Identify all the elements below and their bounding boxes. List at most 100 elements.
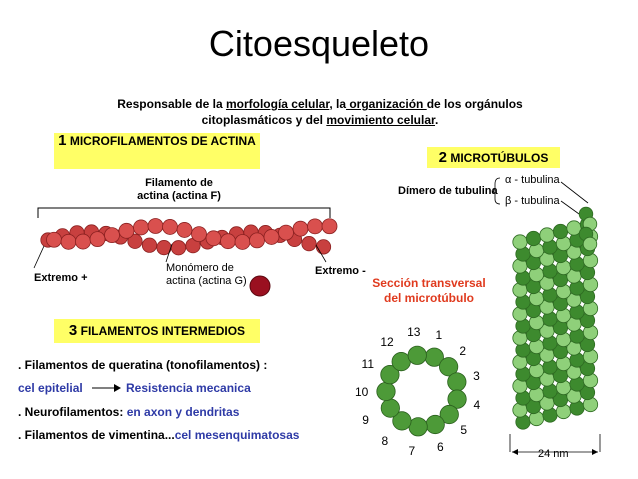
cross-section-label-line: Sección transversal (372, 276, 486, 290)
protofilament-number: 12 (380, 335, 394, 350)
vimentina-line: . Filamentos de vimentina...cel mesenqui… (18, 428, 299, 443)
leader-line-plus (33, 245, 45, 269)
actin-monomer (170, 240, 187, 256)
protofilament (407, 345, 427, 365)
actin-g-monomer (249, 275, 271, 297)
section-number: 3 (68, 322, 78, 339)
actin-monomer (301, 236, 317, 252)
arrow-head (114, 384, 121, 392)
axon-text: en axon y dendritas (126, 405, 240, 419)
subtitle-text: . (435, 113, 439, 127)
subtitle-morfologia: morfología celular (225, 97, 330, 111)
extremo-minus-label: Extremo - (315, 265, 366, 277)
section-2-heading: 2 MICROTÚBULOS (427, 147, 560, 168)
actin-monomer (321, 218, 338, 235)
tubulin-subunit (525, 230, 542, 247)
cross-section-label-line: del microtúbulo (384, 291, 474, 305)
protofilament-number: 1 (435, 327, 443, 342)
subtitle: Responsable de la morfología celular, la… (100, 96, 540, 128)
actin-monomer (315, 239, 332, 255)
protofilament (391, 352, 411, 372)
protofilament (408, 417, 428, 437)
filament-bracket (37, 207, 331, 218)
section-label: FILAMENTOS INTERMEDIOS (80, 324, 246, 338)
actin-monomer (292, 220, 309, 237)
page-title: Citoesqueleto (208, 23, 430, 64)
protofilament-number: 8 (381, 433, 389, 448)
diameter-arrow-left (512, 449, 518, 455)
dimer-brace (491, 177, 501, 205)
leader-line-minus (315, 244, 327, 263)
protofilament (439, 357, 459, 377)
actin-monomer (118, 222, 135, 239)
cross-section-ring (376, 345, 467, 437)
subtitle-text: , la (329, 97, 347, 111)
actin-monomer (307, 218, 323, 235)
actin-monomer (278, 224, 294, 241)
queratina-line: . Filamentos de queratina (tonofilamento… (18, 358, 268, 372)
section-label: MICROFILAMENTOS DE ACTINA (69, 134, 256, 148)
protofilament-number: 6 (436, 439, 444, 454)
protofilament-number: 3 (473, 368, 480, 383)
subtitle-text: Responsable de la (117, 97, 226, 111)
subtitle-text: de los orgánulos citoplasmáticos y del (201, 97, 523, 127)
epitelial-line: cel epitelial Resistencia mecanica (18, 381, 251, 396)
subtitle-movimiento: movimiento celular (326, 113, 436, 127)
neurofilamentos-text: . Neurofilamentos: (18, 405, 127, 419)
protofilament-number: 4 (473, 397, 481, 412)
beta-tubulin-label: β - tubulina (505, 195, 560, 207)
actin-monomer (191, 226, 207, 243)
section-label: MICROTÚBULOS (450, 151, 549, 165)
diameter-arrow-right (592, 449, 598, 455)
cross-section-label: Sección transversal del microtúbulo (368, 276, 490, 306)
actin-monomer (141, 237, 158, 253)
actin-monomer (147, 218, 164, 234)
actin-filament (40, 218, 338, 256)
protofilament (447, 389, 467, 409)
protofilament-number: 5 (460, 423, 468, 438)
actin-monomer (133, 219, 149, 236)
actin-monomer (249, 232, 265, 249)
protofilament-number: 9 (362, 412, 369, 427)
protofilament (376, 381, 396, 402)
resistencia-text: Resistencia mecanica (126, 381, 251, 395)
section-1-heading: 1 MICROFILAMENTOS DE ACTINA (54, 133, 260, 169)
tubulin-subunit (582, 236, 598, 252)
neurofilamentos-line: . Neurofilamentos: en axon y dendritas (18, 405, 239, 420)
actin-monomer (220, 233, 236, 250)
vimentina-text: . Filamentos de vimentina... (18, 428, 175, 442)
tubulin-subunit (552, 223, 569, 240)
leader-line-alpha (560, 181, 589, 204)
protofilament-number: 2 (459, 343, 467, 358)
actin-monomer (89, 231, 106, 248)
actin-monomer (162, 219, 178, 235)
filament-label: Filamento de actina (actina F) (134, 177, 224, 203)
cel-epitelial-text: cel epitelial (18, 381, 83, 395)
protofilament-number: 11 (361, 356, 374, 371)
microtubule (512, 206, 599, 430)
protofilament (392, 411, 412, 431)
section-number: 2 (438, 149, 447, 166)
actin-monomer (176, 222, 193, 238)
actin-monomer (46, 231, 62, 248)
diameter-label: 24 nm (538, 448, 569, 460)
protofilament (425, 414, 445, 435)
filament-label-line: Filamento de (145, 177, 213, 189)
actin-monomer (75, 233, 91, 250)
monomer-label-line: Monómero de (166, 262, 234, 274)
actin-monomer (60, 233, 77, 250)
section-number: 1 (58, 132, 67, 149)
monomer-label-line: actina (actina G) (166, 275, 247, 287)
protofilament-number: 10 (355, 384, 369, 399)
actin-monomer (263, 229, 280, 245)
protofilament (447, 372, 467, 392)
leader-line-monomer (165, 243, 173, 263)
actin-monomer (205, 230, 222, 247)
tubulin-subunit (512, 234, 528, 250)
protofilament (380, 398, 400, 418)
section-3-heading: 3 FILAMENTOS INTERMEDIOS (54, 319, 260, 343)
mesenquimatosas-text: cel mesenquimatosas (174, 428, 300, 442)
alpha-tubulin-label: α - tubulina (505, 174, 560, 186)
tubulin-subunit (539, 227, 555, 243)
